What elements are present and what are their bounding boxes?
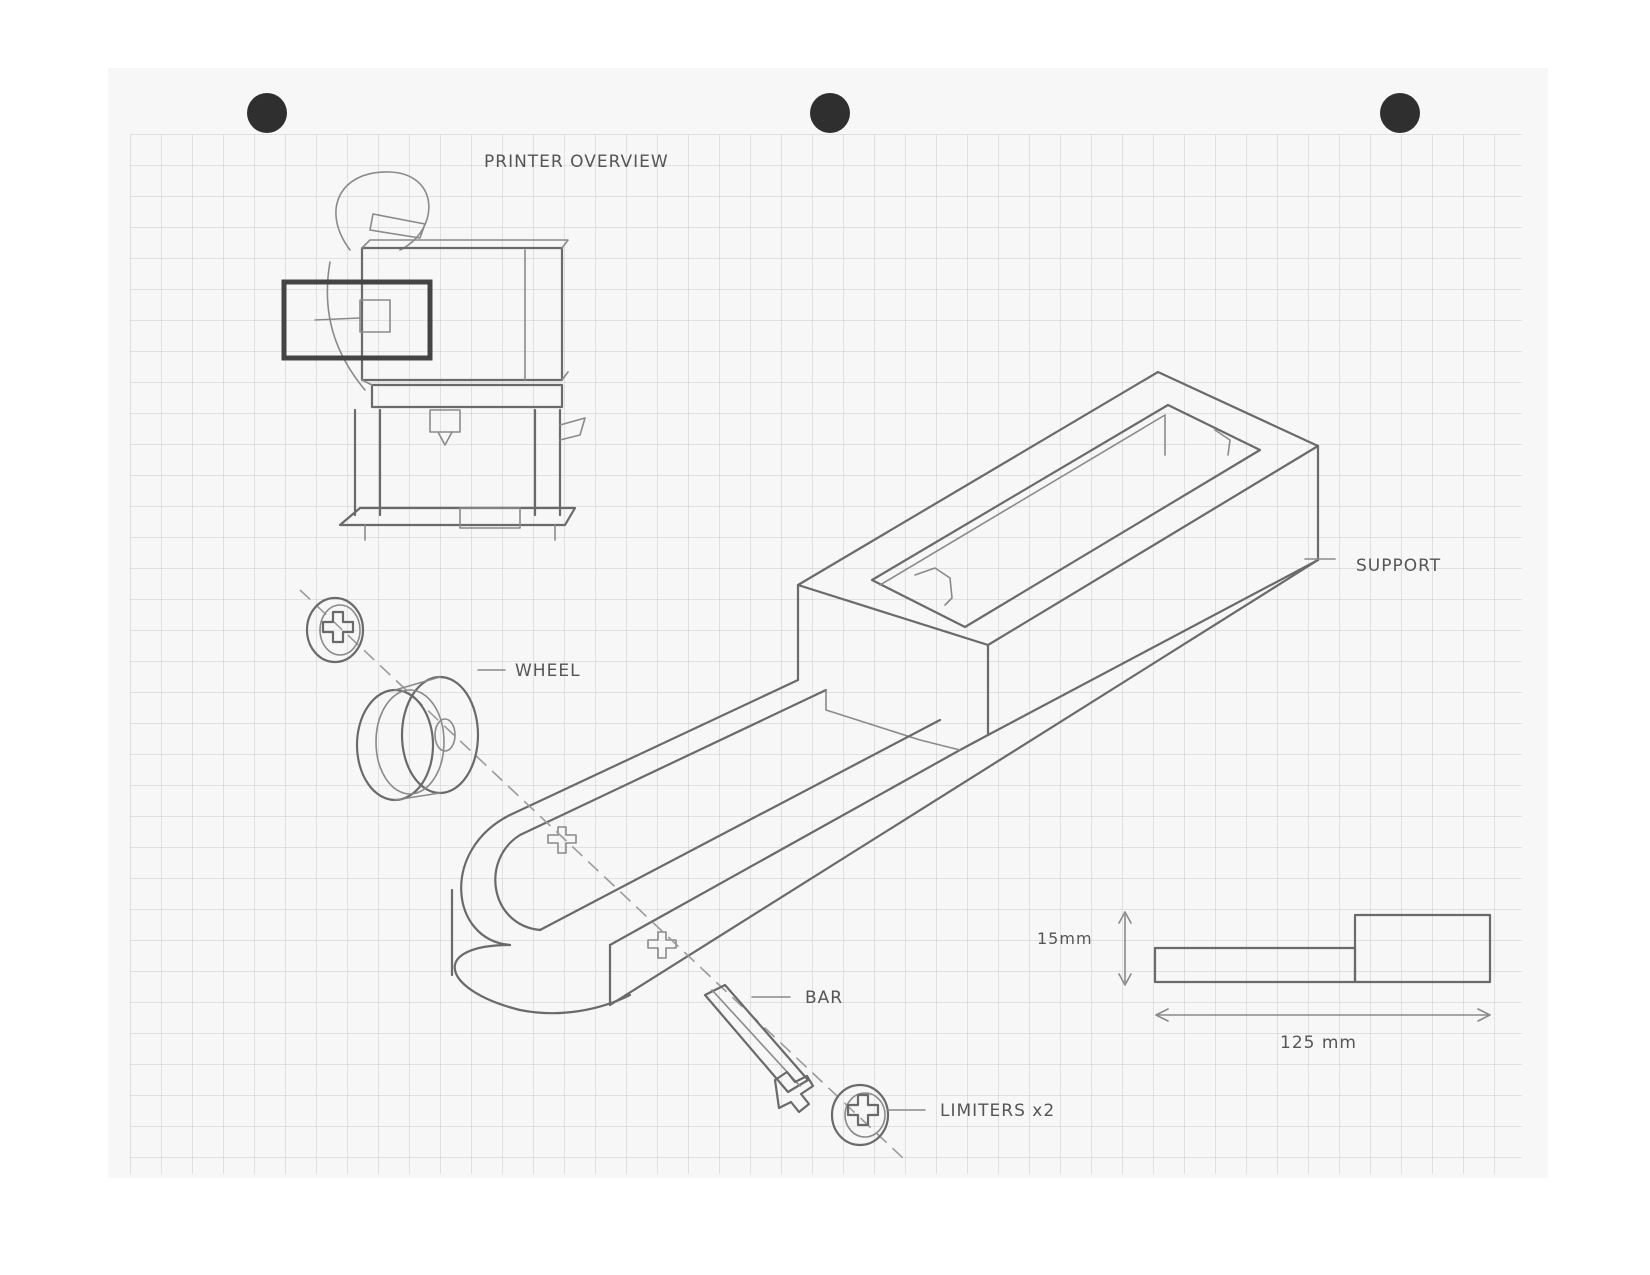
punch-hole-right [1380,93,1420,133]
dimension-view [1118,911,1492,1022]
bar-sketch [703,983,815,1114]
label-wheel: WHEEL [515,661,581,681]
punch-hole-left [247,93,287,133]
dimension-length-label: 125 mm [1280,1033,1357,1053]
wheel-cap-sketch [305,596,365,664]
page-title: PRINTER OVERVIEW [484,152,669,172]
label-support: SUPPORT [1356,556,1441,576]
wheel-sketch [355,675,480,802]
assembly-axis [299,589,906,1161]
support-part-sketch [450,370,1320,1015]
punch-hole-center [810,93,850,133]
dimension-height-label: 15mm [1037,929,1093,948]
limiter-sketch [830,1083,890,1147]
printer-overview-sketch [281,171,586,541]
label-bar: BAR [805,988,843,1008]
grid-paper [130,134,1522,1174]
label-limiters: LIMITERS x2 [940,1101,1055,1121]
